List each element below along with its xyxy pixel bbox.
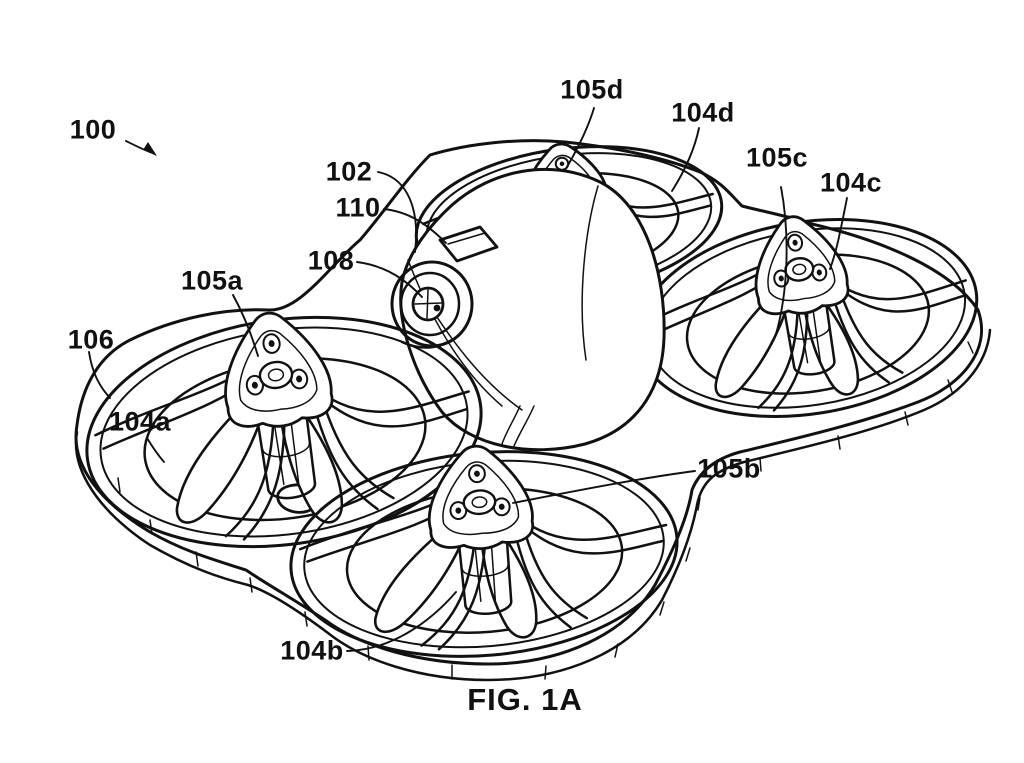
wall-hatching — [118, 342, 973, 679]
canopy-vent — [440, 227, 497, 261]
ref-label-104d: 104d — [671, 97, 735, 128]
frame-lower-wall — [76, 330, 990, 680]
figure-caption: FIG. 1A — [467, 682, 583, 717]
ref-label-104c: 104c — [819, 167, 883, 198]
ref-label-100: 100 — [69, 114, 117, 145]
assembly-arrowhead — [143, 142, 157, 156]
ref-label-105b: 105b — [697, 453, 761, 484]
ref-label-104b: 104b — [280, 635, 344, 666]
leader-105a — [233, 295, 258, 356]
ref-label-104a: 104a — [108, 406, 172, 437]
ref-label-108: 108 — [307, 245, 355, 276]
ref-label-105c: 105c — [745, 142, 809, 173]
leader-104d — [672, 128, 699, 191]
ref-label-106: 106 — [67, 324, 115, 355]
leader-110 — [384, 209, 446, 243]
leader-104b — [347, 592, 456, 651]
motor-wiring — [502, 406, 520, 444]
ref-label-105a: 105a — [180, 265, 244, 296]
leader-105b — [513, 471, 695, 503]
ref-label-105d: 105d — [560, 74, 624, 105]
leader-105c — [776, 187, 787, 334]
leader-108 — [357, 262, 422, 297]
motor-wiring — [514, 406, 534, 446]
leader-105d — [567, 108, 594, 167]
leader-104c — [830, 198, 847, 269]
ref-label-102: 102 — [325, 156, 373, 187]
leader-lines — [89, 108, 847, 651]
leader-106 — [89, 352, 110, 398]
leader-104a — [147, 438, 164, 462]
leader-102 — [378, 172, 416, 252]
ref-label-110: 110 — [335, 192, 381, 223]
fuselage-canopy — [392, 169, 664, 449]
